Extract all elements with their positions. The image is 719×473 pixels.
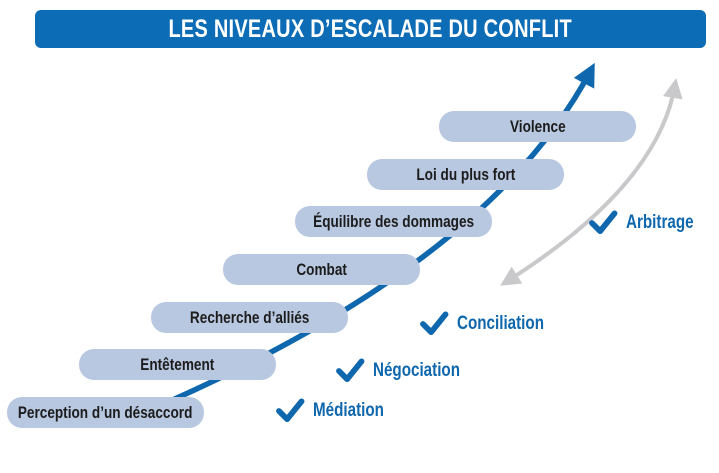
step-combat: Combat: [223, 254, 420, 285]
step-label: Recherche d’alliés: [189, 307, 310, 327]
step-label: Perception d’un désaccord: [18, 402, 193, 422]
check-icon: [420, 311, 449, 336]
step-equilibre-dommages: Équilibre des dommages: [295, 206, 492, 237]
annotation-label: Médiation: [313, 399, 384, 421]
double-arrow-icon: [500, 78, 683, 286]
check-icon: [589, 210, 618, 235]
step-label: Entêtement: [140, 354, 215, 374]
step-perception-desaccord: Perception d’un désaccord: [7, 397, 204, 428]
annotation-negociation: Négociation: [336, 358, 482, 383]
page-title: LES NIVEAUX D’ESCALADE DU CONFLIT: [168, 14, 573, 43]
step-recherche-allies: Recherche d’alliés: [151, 302, 348, 333]
check-icon: [276, 398, 305, 423]
step-label: Équilibre des dommages: [313, 211, 475, 231]
step-label: Violence: [509, 116, 566, 136]
step-label: Loi du plus fort: [416, 164, 515, 184]
annotation-mediation: Médiation: [276, 398, 402, 423]
step-label: Combat: [296, 259, 347, 279]
step-violence: Violence: [439, 111, 636, 142]
step-loi-du-plus-fort: Loi du plus fort: [367, 159, 564, 190]
annotation-label: Négociation: [373, 359, 460, 381]
annotation-label: Conciliation: [457, 312, 544, 334]
title-banner: LES NIVEAUX D’ESCALADE DU CONFLIT: [35, 10, 706, 48]
check-icon: [336, 358, 365, 383]
step-entetement: Entêtement: [79, 349, 276, 380]
annotation-conciliation: Conciliation: [420, 311, 566, 336]
annotation-label: Arbitrage: [626, 211, 694, 233]
annotation-arbitrage: Arbitrage: [589, 210, 710, 235]
